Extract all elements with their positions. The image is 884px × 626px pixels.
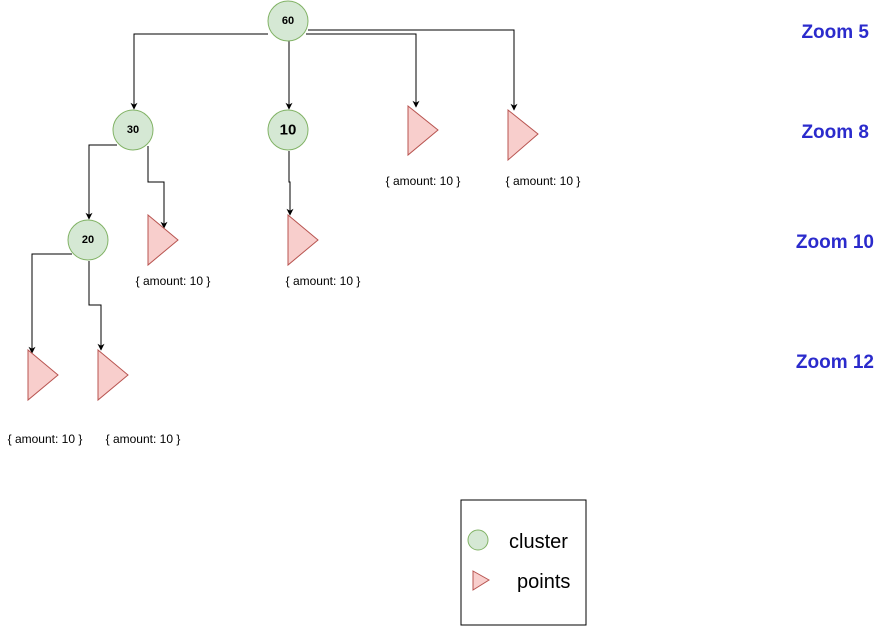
point-triangle-icon	[507, 108, 539, 162]
edge-60-to-point-p1	[306, 33, 420, 108]
point-node-p5[interactable]: { amount: 10 }	[8, 348, 83, 446]
legend-points-icon	[472, 570, 490, 591]
edge-60-to-point-p2	[308, 29, 518, 111]
point-node-p1[interactable]: { amount: 10 }	[386, 104, 461, 188]
point-label: { amount: 10 }	[386, 174, 461, 188]
point-triangle-icon	[287, 213, 319, 267]
edges	[28, 29, 518, 354]
cluster-value-30: 30	[127, 124, 139, 136]
legend-cluster-icon	[467, 529, 489, 551]
point-label: { amount: 10 }	[106, 432, 181, 446]
point-triangle-icon	[97, 348, 129, 402]
point-node-p4[interactable]: { amount: 10 }	[286, 213, 361, 288]
clusters: 60 30 10 20	[67, 0, 309, 261]
legend-cluster-label: cluster	[509, 531, 568, 553]
cluster-circle-60	[267, 0, 309, 42]
points: { amount: 10 } { amount: 10 } { amount: …	[8, 104, 581, 446]
zoom-labels: Zoom 5 Zoom 8 Zoom 10 Zoom 12	[796, 22, 874, 373]
point-node-p3[interactable]: { amount: 10 }	[136, 213, 211, 288]
point-triangle-icon	[407, 104, 439, 157]
cluster-node-20[interactable]: 20	[67, 219, 109, 261]
point-label: { amount: 10 }	[286, 274, 361, 288]
cluster-node-60[interactable]: 60	[267, 0, 309, 42]
zoom-label-12: Zoom 12	[796, 352, 874, 373]
cluster-value-10: 10	[280, 122, 297, 139]
cluster-node-30[interactable]: 30	[112, 109, 154, 151]
zoom-label-5: Zoom 5	[801, 22, 869, 43]
cluster-circle-20	[67, 219, 109, 261]
edge-30-to-point-p3	[147, 146, 168, 229]
zoom-label-8: Zoom 8	[801, 122, 869, 143]
point-node-p2[interactable]: { amount: 10 }	[506, 108, 581, 188]
cluster-node-10[interactable]: 10	[267, 109, 309, 151]
edge-20-to-point-p5	[28, 253, 72, 354]
legend: cluster points	[460, 499, 587, 626]
cluster-circle-30	[112, 109, 154, 151]
point-label: { amount: 10 }	[506, 174, 581, 188]
cluster-value-60: 60	[282, 15, 294, 27]
edge-60-to-30	[130, 33, 268, 110]
zoom-label-10: Zoom 10	[796, 232, 874, 253]
edge-20-to-point-p6	[88, 261, 105, 351]
point-label: { amount: 10 }	[136, 274, 211, 288]
edge-10-to-point-p4	[286, 151, 294, 216]
cluster-circle-10	[267, 109, 309, 151]
point-triangle-icon	[27, 348, 59, 402]
point-label: { amount: 10 }	[8, 432, 83, 446]
legend-points-label: points	[517, 571, 570, 593]
point-node-p6[interactable]: { amount: 10 }	[97, 348, 181, 446]
edge-30-to-20	[85, 144, 117, 220]
legend-box	[460, 499, 587, 626]
cluster-value-20: 20	[82, 234, 94, 246]
point-triangle-icon	[147, 213, 179, 267]
